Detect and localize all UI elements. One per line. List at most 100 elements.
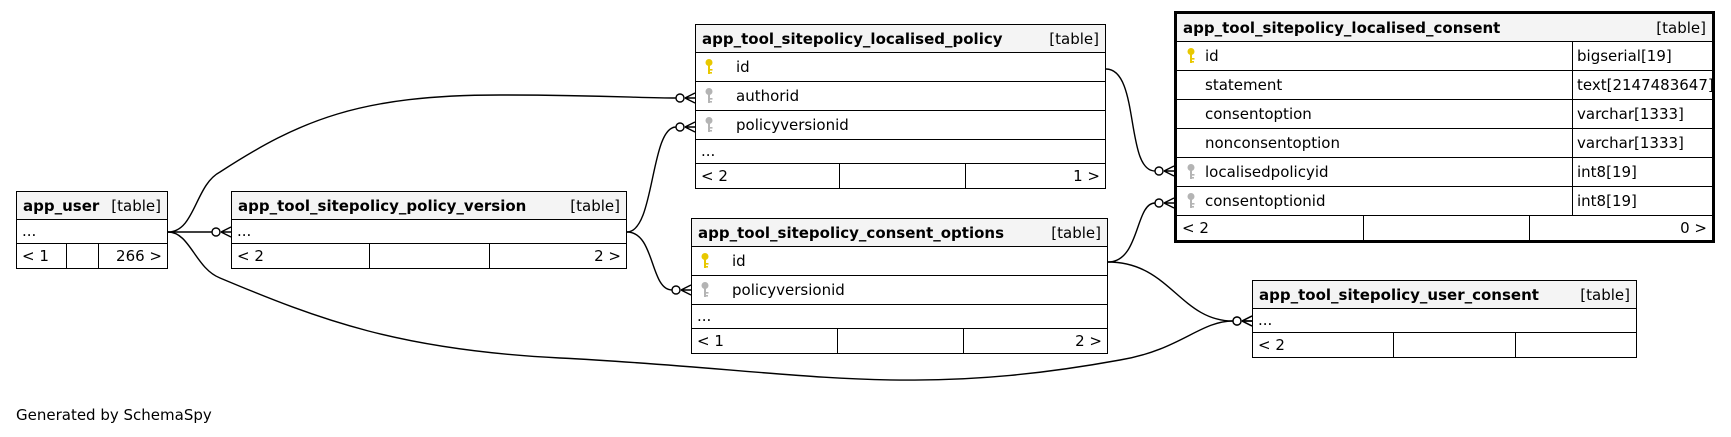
column-count (838, 329, 964, 353)
column-row[interactable]: policyversionid (692, 276, 1107, 305)
column-type: int8[19] (1572, 158, 1712, 186)
column-count (370, 244, 490, 268)
column-type: bigserial[19] (1572, 42, 1712, 70)
relationship-edge (1107, 261, 1234, 322)
table-app-tool-sitepolicy-consent-options[interactable]: app_tool_sitepolicy_consent_options[tabl… (691, 218, 1108, 354)
column-count (1394, 333, 1516, 357)
column-name: consentoption (1205, 105, 1312, 123)
table-footer: < 2 (1253, 333, 1636, 357)
crows-foot-marker (680, 284, 692, 296)
primary-key-icon (692, 252, 718, 270)
table-tag: [table] (1049, 29, 1099, 48)
primary-key-icon (696, 58, 722, 76)
column-name: localisedpolicyid (1205, 163, 1329, 181)
column-type: varchar[1333] (1572, 100, 1712, 128)
crows-foot-marker (220, 226, 232, 238)
table-tag: [table] (111, 196, 161, 215)
table-header: app_tool_sitepolicy_localised_consent [ta… (1177, 14, 1712, 42)
column-row[interactable]: id (692, 247, 1107, 276)
child-count: 2 > (1075, 332, 1102, 350)
foreign-key-icon (696, 87, 722, 105)
child-count: 1 > (1073, 167, 1100, 185)
table-name: app_tool_sitepolicy_policy_version (238, 196, 527, 215)
table-name: app_user (23, 196, 100, 215)
optional-marker (211, 227, 221, 237)
table-tag: [table] (1051, 223, 1101, 242)
relationship-edge (1107, 202, 1156, 263)
column-name: statement (1205, 76, 1283, 94)
column-row[interactable]: policyversionid (696, 111, 1105, 140)
parent-count: < 1 (17, 244, 67, 268)
optional-marker (1232, 316, 1242, 326)
child-count: 0 > (1680, 219, 1707, 237)
column-name: nonconsentoption (1205, 134, 1340, 152)
foreign-key-icon (1183, 192, 1199, 210)
column-type: text[2147483647] (1572, 71, 1714, 99)
more-columns-ellipsis: ... (232, 220, 626, 244)
foreign-key-icon (696, 116, 722, 134)
column-name: policyversionid (732, 281, 845, 299)
more-columns-ellipsis: ... (1253, 309, 1636, 333)
table-tag: [table] (1656, 18, 1706, 37)
more-columns-ellipsis: ... (692, 305, 1107, 329)
crows-foot-marker (684, 92, 696, 104)
crows-foot-marker (1241, 315, 1253, 327)
table-header: app_tool_sitepolicy_consent_options[tabl… (692, 219, 1107, 247)
crows-foot-marker (684, 121, 696, 133)
column-name: id (732, 252, 746, 270)
parent-count: < 2 (232, 244, 370, 268)
column-type: varchar[1333] (1572, 129, 1712, 157)
column-name: id (736, 58, 750, 76)
table-header: app_tool_sitepolicy_policy_version [table… (232, 192, 626, 220)
child-count (1516, 333, 1636, 357)
primary-key-icon (1183, 47, 1199, 65)
column-count (840, 164, 966, 188)
column-row[interactable]: localisedpolicyid int8[19] (1177, 158, 1712, 187)
column-row[interactable]: id (696, 53, 1105, 82)
foreign-key-icon (692, 281, 718, 299)
parent-count: < 1 (692, 329, 838, 353)
parent-count: < 2 (1253, 333, 1394, 357)
table-app-tool-sitepolicy-localised-consent[interactable]: app_tool_sitepolicy_localised_consent [ta… (1174, 11, 1715, 243)
parent-count: < 2 (696, 164, 840, 188)
table-footer: < 2 1 > (696, 164, 1105, 188)
table-tag: [table] (570, 196, 620, 215)
table-header: app_tool_sitepolicy_localised_policy [tab… (696, 25, 1105, 53)
table-name: app_tool_sitepolicy_localised_policy (702, 29, 1003, 48)
relationship-edge (167, 94, 677, 233)
table-header: app_tool_sitepolicy_user_consent [table] (1253, 281, 1636, 309)
crows-foot-marker (1163, 197, 1175, 209)
table-footer: < 2 2 > (232, 244, 626, 268)
table-footer: < 2 0 > (1177, 216, 1712, 240)
table-footer: < 1 2 > (692, 329, 1107, 353)
column-row[interactable]: consentoption varchar[1333] (1177, 100, 1712, 129)
more-columns-ellipsis: ... (696, 140, 1105, 164)
crows-foot-marker (1163, 165, 1175, 177)
generated-by-note: Generated by SchemaSpy (16, 406, 212, 424)
optional-marker (675, 122, 685, 132)
relationship-edge (1105, 68, 1156, 172)
column-row[interactable]: authorid (696, 82, 1105, 111)
table-app-tool-sitepolicy-user-consent[interactable]: app_tool_sitepolicy_user_consent[table] … (1252, 280, 1637, 358)
table-header: app_user [table] (17, 192, 167, 220)
optional-marker (1154, 166, 1164, 176)
table-app-tool-sitepolicy-policy-version[interactable]: app_tool_sitepolicy_policy_version [table… (231, 191, 627, 269)
more-columns-ellipsis: ... (17, 220, 167, 244)
relationship-edge (626, 231, 673, 291)
column-count (67, 244, 99, 268)
column-row[interactable]: nonconsentoption varchar[1333] (1177, 129, 1712, 158)
column-name: consentoptionid (1205, 192, 1326, 210)
column-row[interactable]: statement text[2147483647] (1177, 71, 1714, 100)
optional-marker (1154, 198, 1164, 208)
table-name: app_tool_sitepolicy_localised_consent (1183, 18, 1501, 37)
table-app-tool-sitepolicy-localised-policy[interactable]: app_tool_sitepolicy_localised_policy [tab… (695, 24, 1106, 189)
parent-count: < 2 (1177, 216, 1364, 240)
child-count: 2 > (594, 247, 621, 265)
table-name: app_tool_sitepolicy_user_consent (1259, 285, 1539, 304)
relationship-edge (626, 126, 677, 233)
table-tag: [table] (1580, 285, 1630, 304)
